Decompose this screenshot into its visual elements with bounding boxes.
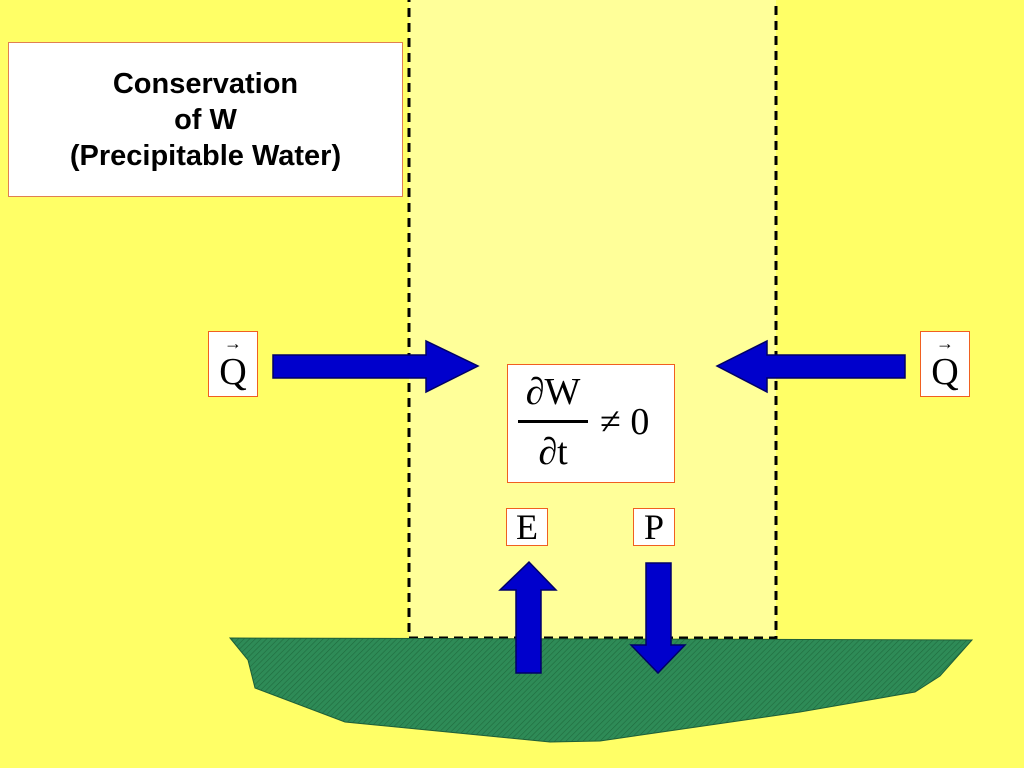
inflow-arrow-right bbox=[715, 339, 906, 394]
evaporation-arrow bbox=[498, 560, 558, 674]
tendency-equation: ∂W ∂t ≠ 0 bbox=[507, 364, 675, 483]
title-line-2: of W bbox=[174, 103, 237, 136]
equation-numerator: ∂W bbox=[525, 371, 581, 413]
evaporation-label: E bbox=[506, 508, 548, 546]
flux-symbol: Q bbox=[219, 351, 247, 393]
moisture-flux-right-label: → Q bbox=[920, 331, 970, 397]
vector-arrow-icon: → bbox=[224, 333, 242, 353]
equation-denominator: ∂t bbox=[538, 431, 568, 473]
title-box: Conservation of W (Precipitable Water) bbox=[8, 42, 403, 197]
ground-surface bbox=[228, 637, 974, 743]
precipitation-label: P bbox=[633, 508, 675, 546]
vector-arrow-icon: → bbox=[936, 333, 954, 353]
title-line-3: (Precipitable Water) bbox=[69, 139, 342, 172]
title-line-1: Conservation bbox=[112, 67, 299, 100]
inflow-arrow-left bbox=[272, 339, 480, 394]
flux-symbol: Q bbox=[931, 351, 959, 393]
fraction-bar bbox=[518, 420, 588, 423]
atmospheric-column bbox=[407, 0, 778, 640]
precipitation-arrow bbox=[629, 562, 687, 675]
equation-relation: ≠ 0 bbox=[600, 401, 650, 443]
moisture-flux-left-label: → Q bbox=[208, 331, 258, 397]
